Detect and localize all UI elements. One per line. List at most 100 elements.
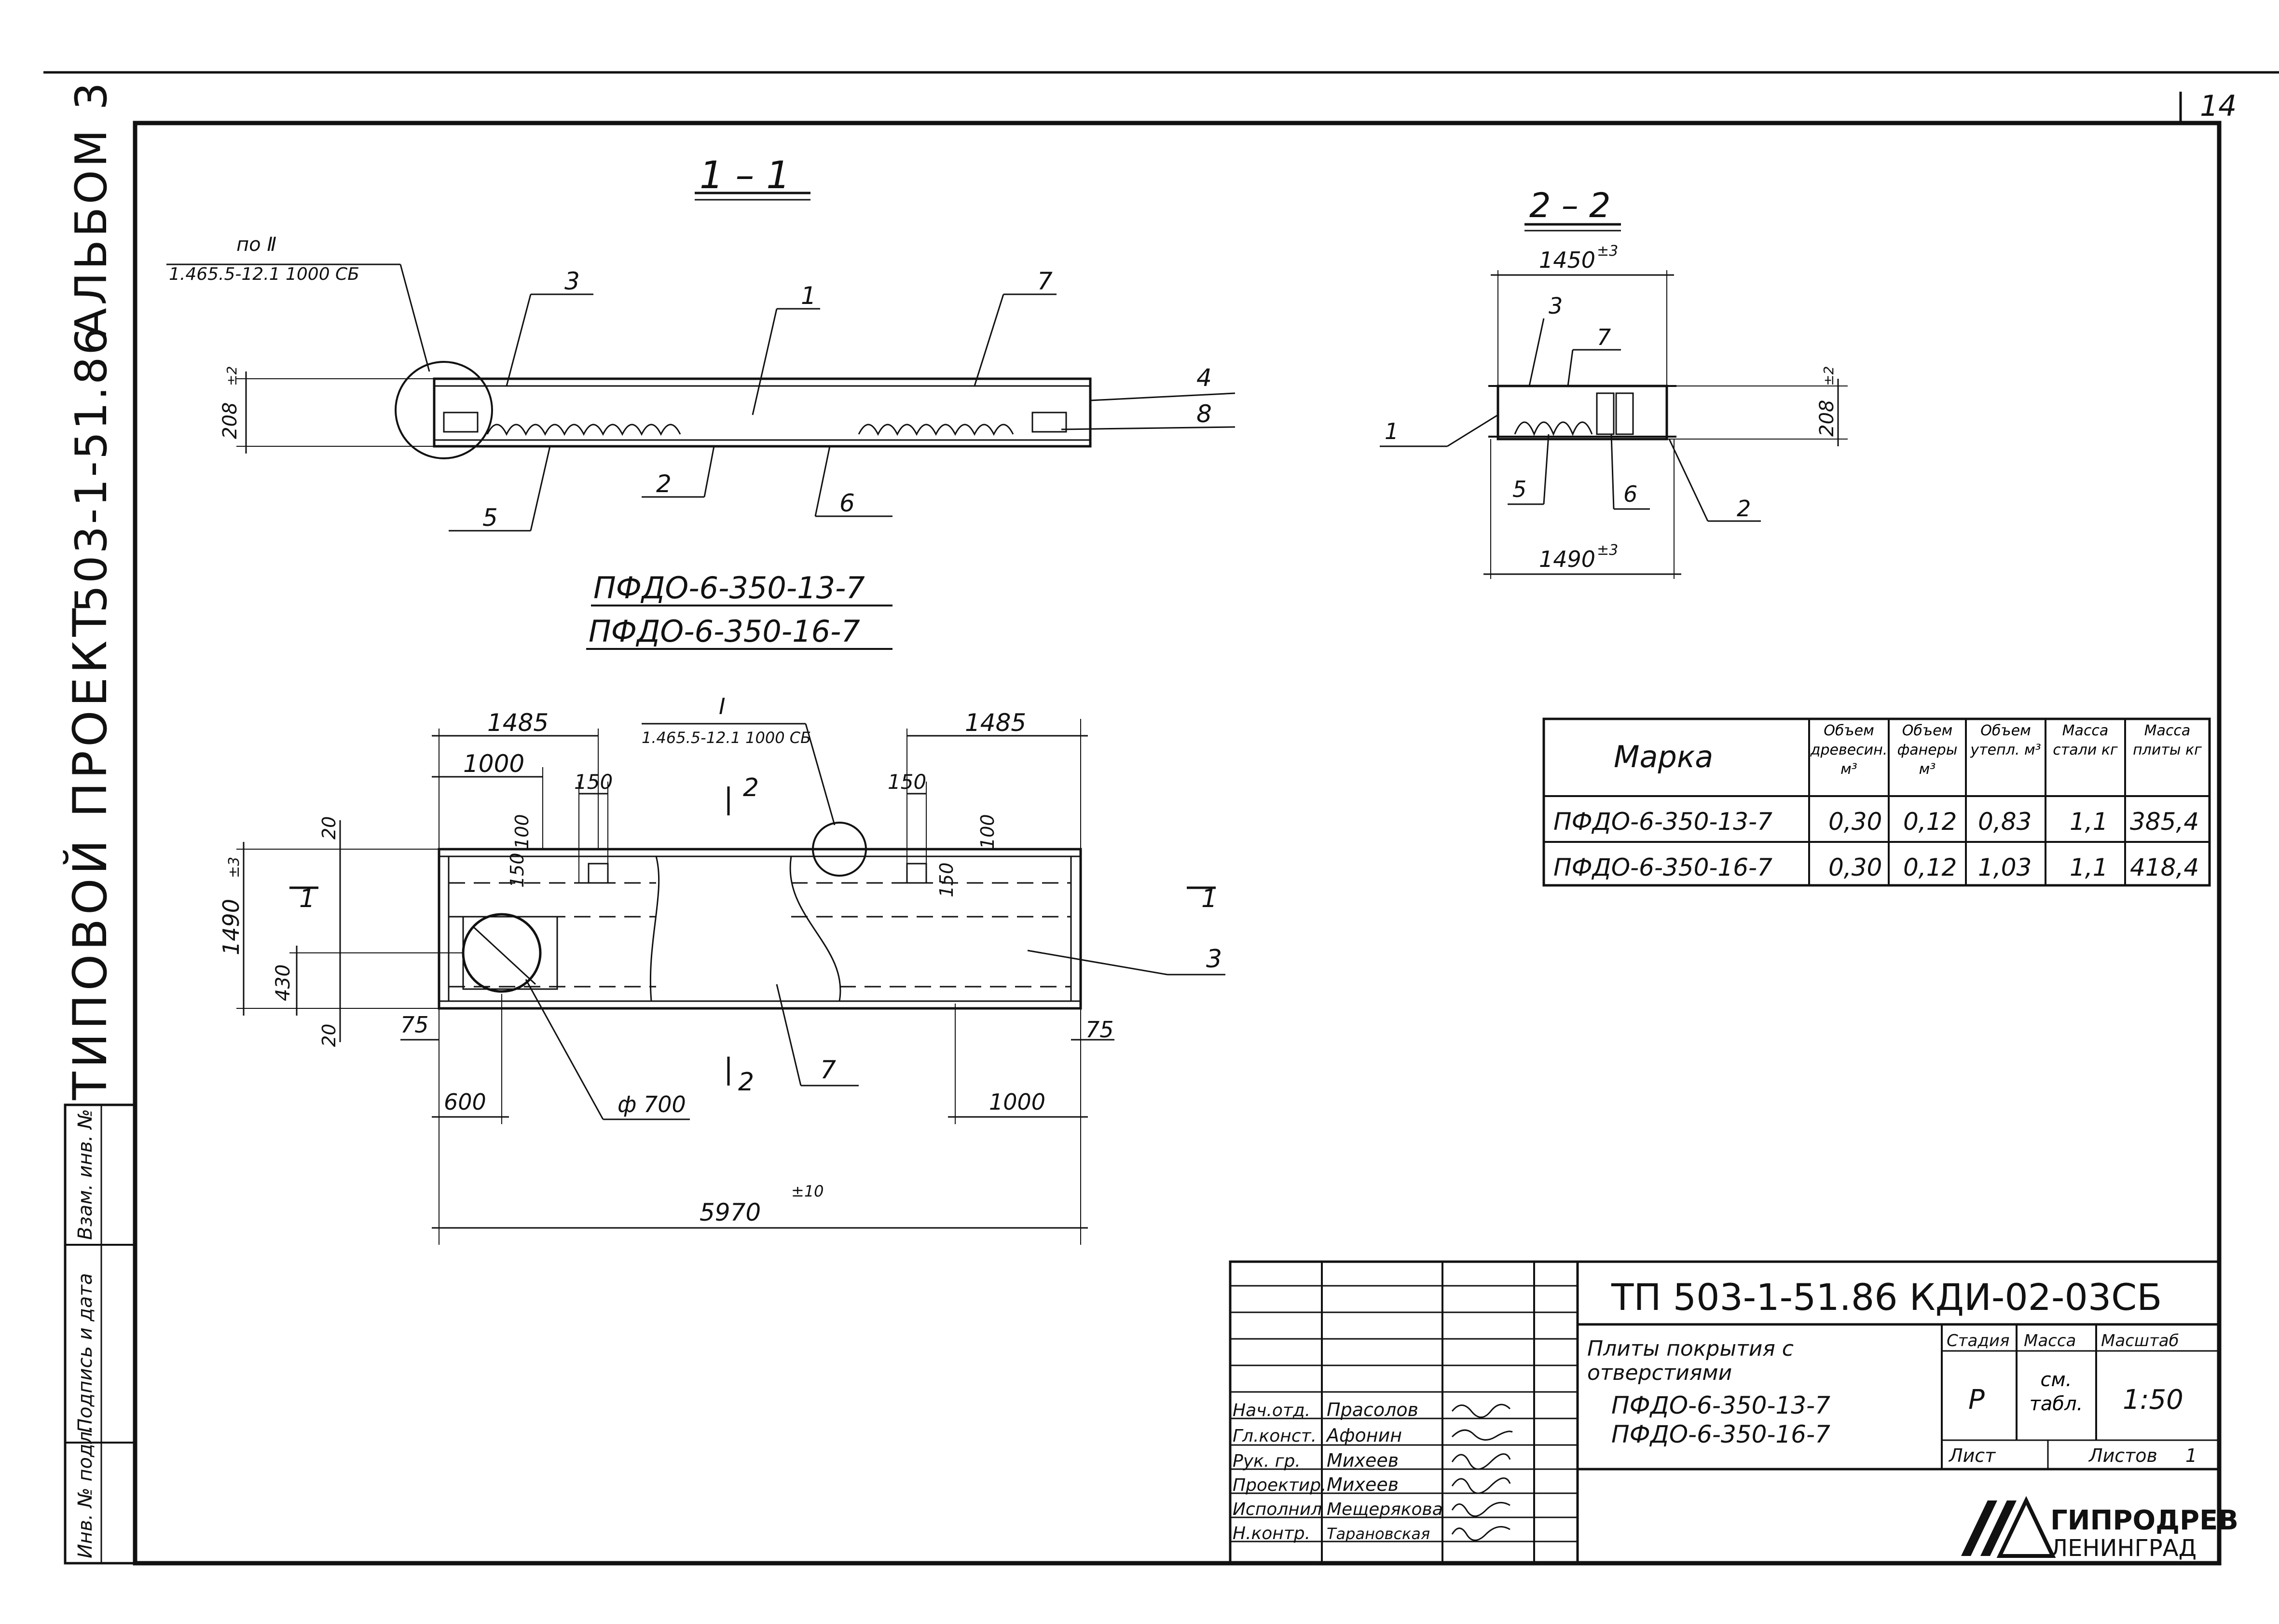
person-name: Тарановская bbox=[1327, 1525, 1430, 1543]
role-label: Проектир. bbox=[1233, 1475, 1327, 1495]
dim-150-v-left: 150 bbox=[507, 853, 528, 888]
role-label: Исполнил bbox=[1233, 1500, 1322, 1519]
scale-value: 1:50 bbox=[2123, 1384, 2183, 1416]
table-cell: 0,30 bbox=[1828, 853, 1882, 881]
description-line-2: отверстиями bbox=[1587, 1361, 1732, 1385]
sec2-callout-5: 5 bbox=[1512, 476, 1526, 502]
dim-1485-right: 1485 bbox=[965, 709, 1026, 737]
callout-3: 3 bbox=[564, 267, 580, 295]
sheets-value: 1 bbox=[2185, 1445, 2197, 1466]
dim-5970: 5970 bbox=[700, 1198, 761, 1226]
plan-callout-7: 7 bbox=[820, 1056, 836, 1085]
section-1-height: 208 bbox=[219, 402, 241, 439]
person-name: Михеев bbox=[1327, 1450, 1399, 1471]
section-1-ref-line1: по Ⅱ bbox=[236, 234, 276, 256]
stamp-replace-inv: Взам. инв. № bbox=[74, 1109, 96, 1240]
sec2-callout-7: 7 bbox=[1597, 324, 1611, 350]
table-cell: 1,1 bbox=[2070, 808, 2108, 836]
callout-2: 2 bbox=[656, 470, 672, 498]
table-cell: 1,1 bbox=[2070, 853, 2108, 881]
document-code: ТП 503-1-51.86 КДИ-02-03СБ bbox=[1611, 1276, 2162, 1319]
mass-label: Масса bbox=[2024, 1331, 2076, 1350]
callout-5: 5 bbox=[482, 504, 498, 532]
table-cell: 418,4 bbox=[2130, 853, 2199, 881]
table-header-insulation: Объем утепл. м³ bbox=[1970, 722, 2041, 758]
dim-1485-left: 1485 bbox=[487, 709, 549, 737]
callout-6: 6 bbox=[839, 489, 855, 517]
mark-title-1: ПФДО-6-350-13-7 bbox=[593, 570, 865, 606]
table-cell: ПФДО-6-350-16-7 bbox=[1553, 853, 1772, 881]
slab-plan bbox=[438, 848, 1082, 1010]
dim-75-left: 75 bbox=[400, 1012, 429, 1038]
album-label: АЛЬБОМ 3 bbox=[66, 80, 117, 338]
sec2-callout-6: 6 bbox=[1623, 481, 1637, 507]
table-cell: 0,30 bbox=[1828, 808, 1882, 836]
svg-text:±10: ±10 bbox=[791, 1182, 824, 1200]
person-name: Мещерякова bbox=[1327, 1500, 1443, 1519]
signatures bbox=[1451, 1404, 1513, 1541]
spec-table: Марка Объем древесин. м³ Объем фанеры м³… bbox=[1542, 717, 2211, 887]
svg-text:±3: ±3 bbox=[1597, 243, 1618, 260]
section-1-title: 1 – 1 bbox=[700, 154, 790, 197]
table-header-slab: Масса плиты кг bbox=[2133, 722, 2202, 758]
org-name-1: ГИПРОДРЕВ bbox=[2050, 1505, 2238, 1536]
project-code-side: 503-1-51.86 bbox=[66, 325, 117, 613]
plan-view: 1485 1485 1000 150 150 100 100 150 150 Ⅰ… bbox=[218, 693, 1225, 1245]
sheet-label: Лист bbox=[1948, 1445, 1996, 1466]
sec2-callout-3: 3 bbox=[1549, 293, 1563, 319]
svg-text:±2: ±2 bbox=[224, 366, 240, 386]
table-header-wood: Объем древесин. м³ bbox=[1810, 722, 1888, 778]
mass-value: см. табл. bbox=[2029, 1369, 2083, 1415]
slab-section-2 bbox=[1496, 385, 1668, 440]
section-2-2: 2 – 2 1450 ±3 208 ±2 1490 ±3 3 7 1 5 6 bbox=[1380, 186, 1848, 579]
dim-20-bottom: 20 bbox=[318, 1024, 340, 1047]
title-block: Нач.отд. Гл.конст. Рук. гр. Проектир. Ис… bbox=[1229, 1260, 2238, 1565]
dim-75-right: 75 bbox=[1085, 1017, 1114, 1043]
stage-label: Стадия bbox=[1947, 1331, 2009, 1350]
scale-label: Масштаб bbox=[2101, 1331, 2179, 1350]
role-label: Н.контр. bbox=[1233, 1524, 1310, 1543]
dim-100-right: 100 bbox=[977, 814, 998, 849]
section-2-bottom-dim: 1490 bbox=[1539, 546, 1595, 572]
description-mark-1: ПФДО-6-350-13-7 bbox=[1611, 1391, 1830, 1419]
dim-150-left: 150 bbox=[574, 770, 613, 794]
section-2-height: 208 bbox=[1816, 400, 1838, 437]
detail-circle-II bbox=[395, 361, 493, 459]
sec2-callout-1: 1 bbox=[1385, 418, 1399, 444]
table-cell: 385,4 bbox=[2130, 808, 2199, 836]
dim-600: 600 bbox=[444, 1089, 486, 1115]
section-2-title: 2 – 2 bbox=[1529, 186, 1611, 225]
table-cell: 0,12 bbox=[1903, 808, 1957, 836]
svg-text:±3: ±3 bbox=[1597, 542, 1618, 559]
side-stamp: Инв. № подл. Подпись и дата Взам. инв. № bbox=[64, 1103, 137, 1565]
mark-title-2: ПФДО-6-350-16-7 bbox=[589, 614, 860, 649]
svg-text:±3: ±3 bbox=[226, 857, 243, 878]
typical-project-label: ТИПОВОЙ ПРОЕКТ bbox=[63, 605, 117, 1101]
table-cell: 0,12 bbox=[1903, 853, 1957, 881]
org-logo bbox=[1961, 1496, 2056, 1558]
dim-1000-bottom: 1000 bbox=[989, 1089, 1045, 1115]
dim-150-v-right: 150 bbox=[936, 862, 957, 897]
dim-1000-top: 1000 bbox=[463, 750, 524, 778]
plan-callout-3: 3 bbox=[1206, 945, 1222, 974]
dim-1490: 1490 bbox=[218, 899, 244, 955]
section-mark-2-bottom: 2 bbox=[738, 1068, 754, 1097]
role-label: Рук. гр. bbox=[1233, 1451, 1301, 1471]
svg-text:±2: ±2 bbox=[1821, 366, 1837, 386]
table-cell: 0,83 bbox=[1978, 808, 2032, 836]
table-header-plywood: Объем фанеры м³ bbox=[1897, 722, 1958, 778]
dim-430: 430 bbox=[272, 964, 294, 1001]
slab-section-1 bbox=[433, 377, 1092, 448]
dim-phi700: ф 700 bbox=[618, 1091, 686, 1117]
callout-1: 1 bbox=[801, 282, 816, 310]
person-name: Афонин bbox=[1325, 1425, 1402, 1446]
marks-title: ПФДО-6-350-13-7 ПФДО-6-350-16-7 bbox=[586, 570, 892, 650]
table-cell: ПФДО-6-350-13-7 bbox=[1553, 808, 1772, 836]
dim-20-top: 20 bbox=[318, 816, 340, 840]
plan-ref-num: Ⅰ bbox=[719, 693, 726, 719]
description-line-1: Плиты покрытия с bbox=[1587, 1336, 1794, 1361]
role-label: Гл.конст. bbox=[1233, 1426, 1317, 1446]
callout-8: 8 bbox=[1196, 400, 1212, 428]
person-name: Прасолов bbox=[1327, 1399, 1418, 1420]
